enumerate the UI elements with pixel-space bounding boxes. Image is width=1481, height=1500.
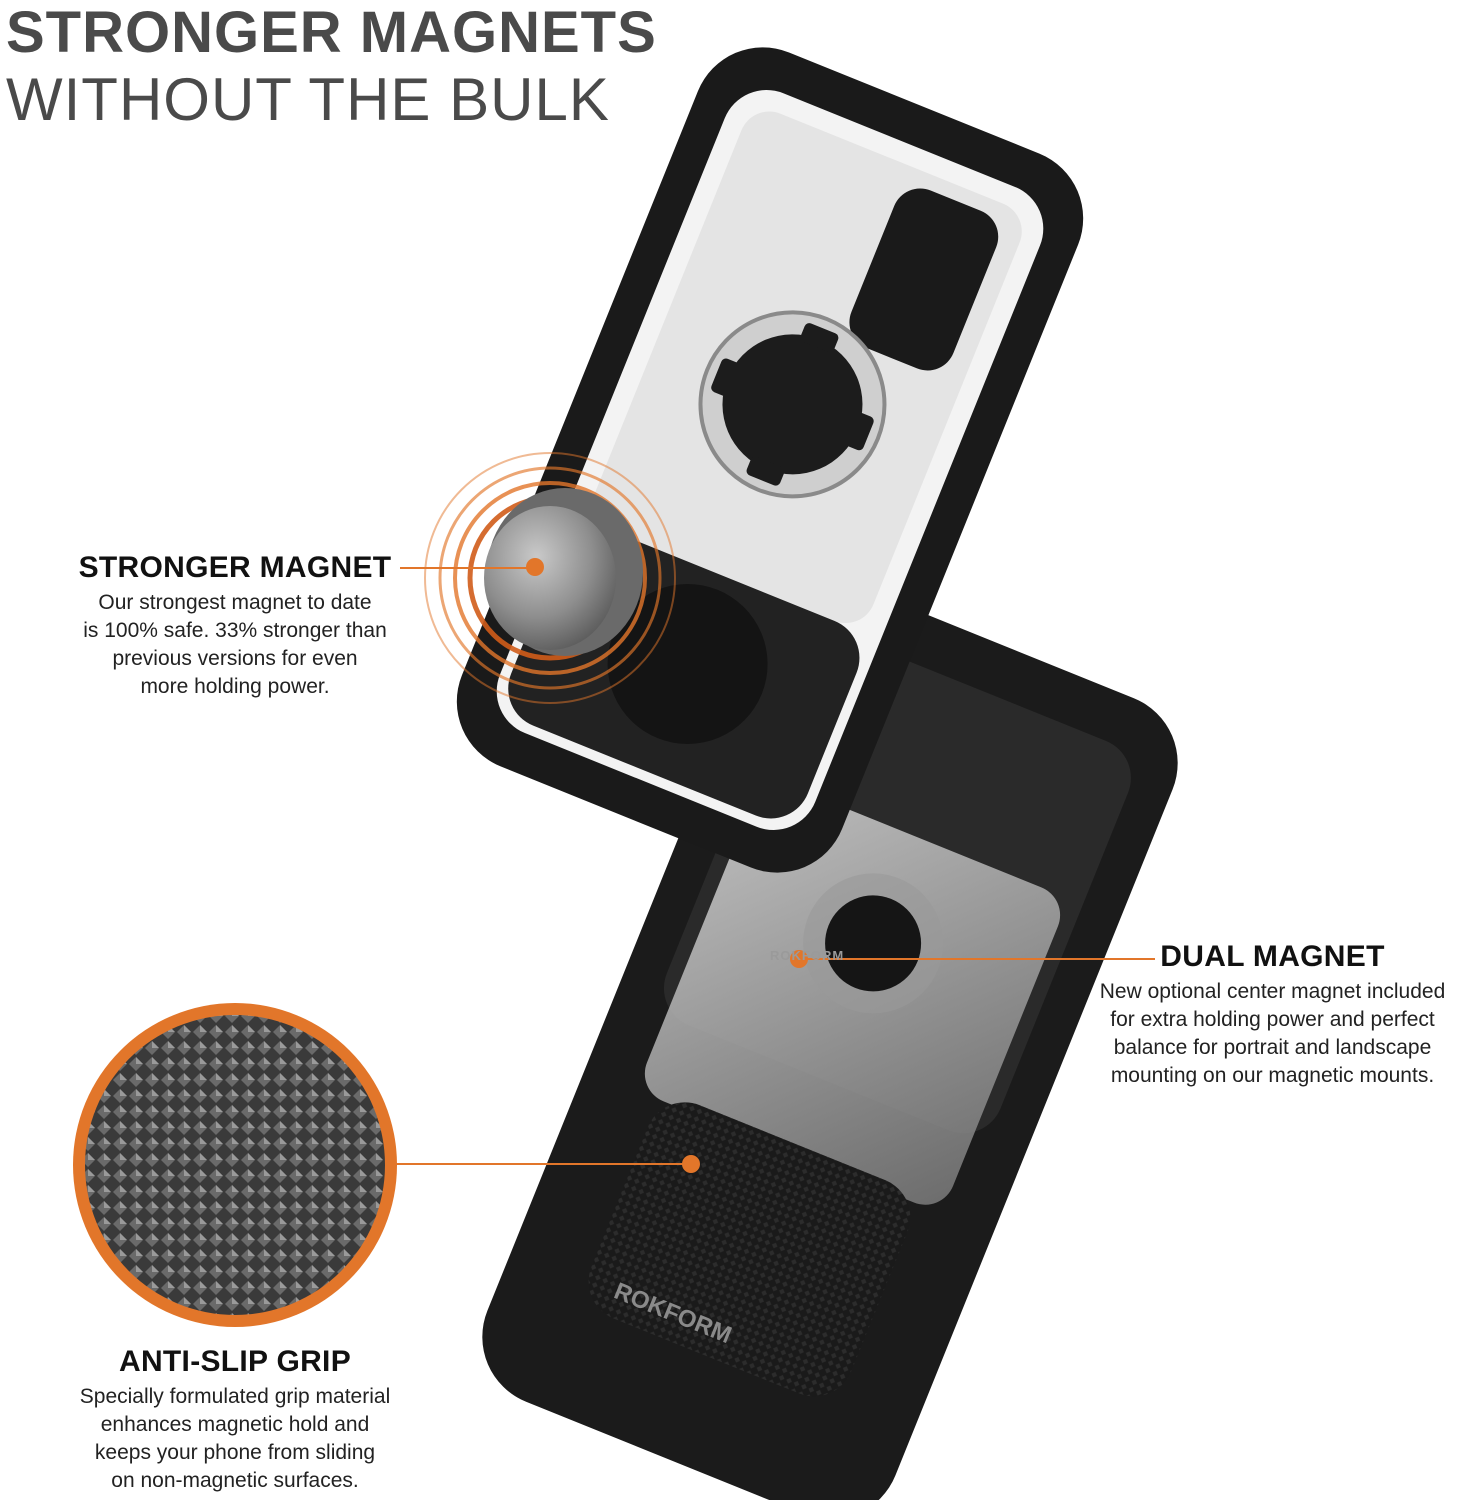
callout-body-line: more holding power. — [140, 675, 330, 698]
grip-zoom — [73, 1003, 397, 1327]
callout-anti-slip-grip: ANTI-SLIP GRIP Specially formulated grip… — [40, 1345, 430, 1495]
callout-title: DUAL MAGNET — [1160, 940, 1385, 973]
callout-body-line: New optional center magnet included — [1099, 980, 1446, 1003]
callout-body-line: Specially formulated grip material — [79, 1385, 391, 1408]
callout-body-line: is 100% safe. 33% stronger than — [83, 619, 387, 642]
leader-line-anti-slip — [396, 1163, 688, 1165]
headline-line-1: STRONGER MAGNETS — [6, 0, 657, 65]
callout-title: STRONGER MAGNET — [78, 551, 392, 584]
callout-body-line: on non-magnetic surfaces. — [111, 1469, 359, 1492]
leader-dot-anti-slip — [682, 1155, 700, 1173]
magnet-graphic — [424, 452, 676, 704]
callout-body: New optional center magnet included for … — [1065, 978, 1480, 1090]
leader-dot-dual-magnet — [790, 950, 808, 968]
callout-title: ANTI-SLIP GRIP — [119, 1345, 351, 1378]
back-case — [482, 580, 1178, 1500]
callout-body-line: keeps your phone from sliding — [94, 1441, 376, 1464]
callout-body-line: mounting on our magnetic mounts. — [1110, 1064, 1435, 1087]
callout-body: Specially formulated grip material enhan… — [40, 1383, 430, 1495]
headline: STRONGER MAGNETS WITHOUT THE BULK — [6, 4, 657, 130]
callout-body-line: for extra holding power and perfect — [1110, 1008, 1435, 1031]
headline-line-2: WITHOUT THE BULK — [6, 66, 610, 133]
leader-line-stronger-magnet — [400, 567, 532, 569]
callout-body-line: previous versions for even — [112, 647, 358, 670]
callout-body-line: balance for portrait and landscape — [1113, 1036, 1432, 1059]
callout-dual-magnet: DUAL MAGNET New optional center magnet i… — [1065, 940, 1480, 1090]
callout-stronger-magnet: STRONGER MAGNET Our strongest magnet to … — [60, 551, 410, 701]
callout-body: Our strongest magnet to date is 100% saf… — [60, 589, 410, 701]
callout-body-line: Our strongest magnet to date — [98, 591, 372, 614]
callout-body-line: enhances magnetic hold and — [100, 1413, 370, 1436]
mount-logo: ROKFORM — [770, 948, 845, 963]
leader-dot-stronger-magnet — [526, 558, 544, 576]
leader-line-dual-magnet — [800, 958, 1155, 960]
